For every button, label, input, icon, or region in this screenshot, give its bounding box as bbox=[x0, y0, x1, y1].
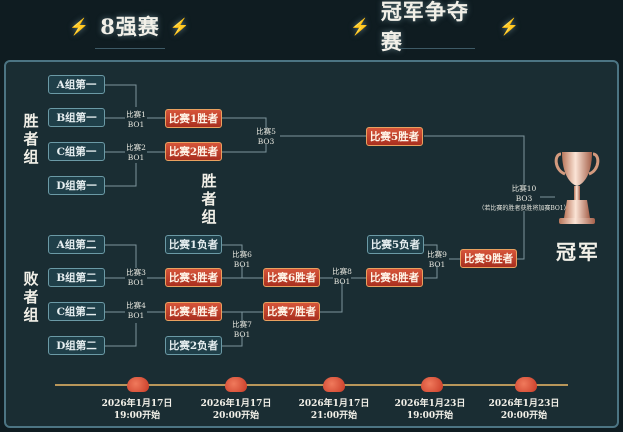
schedule-item: 2026年1月17日 21:00开始 bbox=[294, 398, 374, 422]
trophy-icon bbox=[554, 152, 600, 224]
schedule-time: 20:00开始 bbox=[212, 411, 260, 421]
schedule-item: 2026年1月17日 20:00开始 bbox=[196, 398, 276, 422]
match1-loser[interactable]: 比赛1负者 bbox=[165, 235, 222, 254]
seed-c2[interactable]: C组第二 bbox=[48, 302, 105, 321]
schedule-date: 2026年1月23日 bbox=[394, 399, 466, 409]
match10-note: （若比赛的胜者获胜将加赛BO1） bbox=[478, 205, 570, 212]
schedule-time: 20:00开始 bbox=[500, 411, 548, 421]
match7-winner[interactable]: 比赛7胜者 bbox=[263, 302, 320, 321]
match-name: 比赛5 bbox=[256, 127, 276, 136]
match9-winner[interactable]: 比赛9胜者 bbox=[460, 249, 517, 268]
cloud-icon bbox=[515, 377, 537, 392]
divider bbox=[95, 48, 165, 49]
match-name: 比赛4 bbox=[126, 301, 146, 310]
divider bbox=[400, 48, 475, 49]
schedule-time: 21:00开始 bbox=[310, 411, 358, 421]
winners-label: 胜者组 bbox=[23, 112, 39, 166]
seed-c1[interactable]: C组第一 bbox=[48, 142, 105, 161]
seed-d2[interactable]: D组第二 bbox=[48, 336, 105, 355]
schedule-date: 2026年1月23日 bbox=[488, 399, 560, 409]
match-format: BO1 bbox=[333, 277, 351, 286]
schedule-item: 2026年1月23日 19:00开始 bbox=[390, 398, 470, 422]
match1-winner[interactable]: 比赛1胜者 bbox=[165, 109, 222, 128]
match-name: 比赛7 bbox=[232, 320, 252, 329]
match-format: BO1 bbox=[127, 120, 145, 129]
header-title-final: 冠军争夺赛 bbox=[380, 0, 469, 54]
match-name: 比赛10 bbox=[511, 184, 537, 193]
schedule-time: 19:00开始 bbox=[113, 411, 161, 421]
header-final: ⚡ 冠军争夺赛 ⚡ bbox=[340, 0, 530, 54]
cloud-icon bbox=[421, 377, 443, 392]
header-top8: ⚡ 8强赛 ⚡ bbox=[55, 8, 205, 44]
seed-b1[interactable]: B组第一 bbox=[48, 108, 105, 127]
match3-winner[interactable]: 比赛3胜者 bbox=[165, 268, 222, 287]
cloud-icon bbox=[225, 377, 247, 392]
match-format: BO1 bbox=[127, 153, 145, 162]
seed-d1[interactable]: D组第一 bbox=[48, 176, 105, 195]
wing-icon: ⚡ bbox=[499, 16, 520, 36]
match2-loser[interactable]: 比赛2负者 bbox=[165, 336, 222, 355]
match-format: BO1 bbox=[428, 260, 446, 269]
schedule-time: 19:00开始 bbox=[406, 411, 454, 421]
seed-b2[interactable]: B组第二 bbox=[48, 268, 105, 287]
seed-a2[interactable]: A组第二 bbox=[48, 235, 105, 254]
wing-icon: ⚡ bbox=[69, 16, 91, 36]
winners-mid-label: 胜者组 bbox=[201, 172, 217, 226]
match-name: 比赛1 bbox=[126, 110, 146, 119]
match2-winner[interactable]: 比赛2胜者 bbox=[165, 142, 222, 161]
match-format: BO1 bbox=[233, 260, 251, 269]
schedule-item: 2026年1月23日 20:00开始 bbox=[484, 398, 564, 422]
cloud-icon bbox=[323, 377, 345, 392]
match-name: 比赛3 bbox=[126, 268, 146, 277]
header-title-top8: 8强赛 bbox=[100, 14, 160, 39]
match-name: 比赛9 bbox=[427, 250, 447, 259]
match8-winner[interactable]: 比赛8胜者 bbox=[366, 268, 423, 287]
match-name: 比赛2 bbox=[126, 143, 146, 152]
match-format: BO3 bbox=[515, 194, 533, 203]
wing-icon: ⚡ bbox=[169, 16, 191, 36]
seed-a1[interactable]: A组第一 bbox=[48, 75, 105, 94]
wing-icon: ⚡ bbox=[350, 16, 371, 36]
cloud-icon bbox=[127, 377, 149, 392]
match5-winner[interactable]: 比赛5胜者 bbox=[366, 127, 423, 146]
match-name: 比赛6 bbox=[232, 250, 252, 259]
schedule-date: 2026年1月17日 bbox=[298, 399, 370, 409]
bracket-panel bbox=[4, 60, 619, 428]
schedule-item: 2026年1月17日 19:00开始 bbox=[97, 398, 177, 422]
match6-winner[interactable]: 比赛6胜者 bbox=[263, 268, 320, 287]
champion-label: 冠军 bbox=[556, 240, 600, 264]
match5-loser[interactable]: 比赛5负者 bbox=[367, 235, 424, 254]
match-format: BO1 bbox=[127, 311, 145, 320]
losers-label: 败者组 bbox=[23, 270, 39, 324]
match4-winner[interactable]: 比赛4胜者 bbox=[165, 302, 222, 321]
schedule-date: 2026年1月17日 bbox=[101, 399, 173, 409]
match-format: BO1 bbox=[127, 278, 145, 287]
match-format: BO1 bbox=[233, 330, 251, 339]
match-format: BO3 bbox=[257, 137, 275, 146]
match-name: 比赛8 bbox=[332, 267, 352, 276]
schedule-date: 2026年1月17日 bbox=[200, 399, 272, 409]
